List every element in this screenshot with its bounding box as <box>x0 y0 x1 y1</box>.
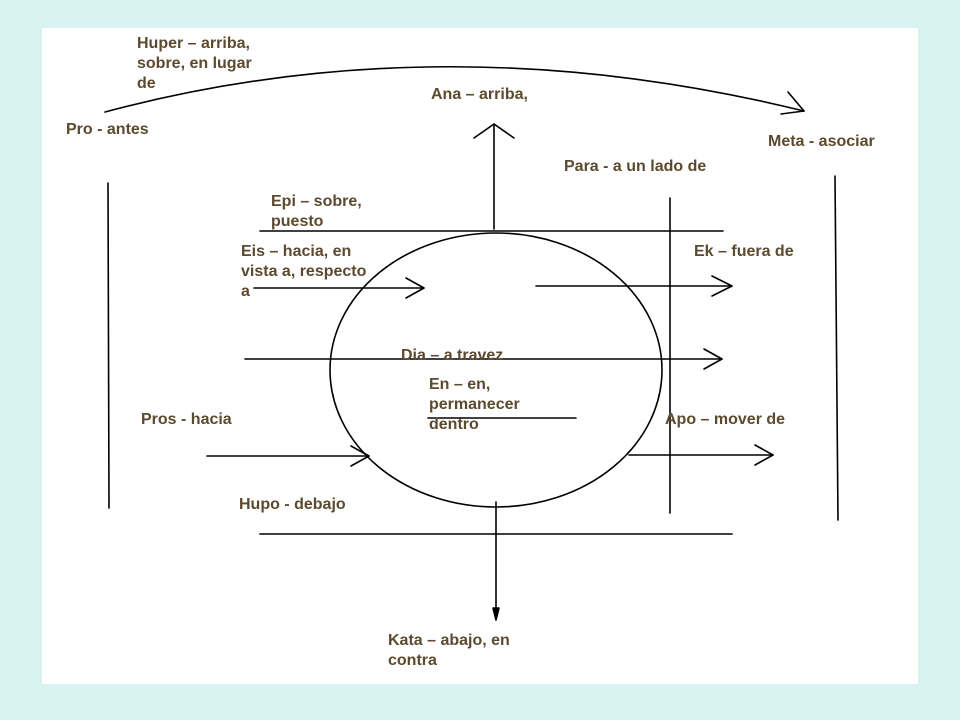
slide: Huper – arriba, sobre, en lugar de Pro -… <box>42 28 918 684</box>
label-pro: Pro - antes <box>66 121 149 138</box>
apo-arrowhead <box>754 444 774 466</box>
label-epi: Epi – sobre, puesto <box>271 193 362 230</box>
label-ek: Ek – fuera de <box>694 243 794 260</box>
label-hupo: Hupo - debajo <box>239 496 346 513</box>
label-huper: Huper – arriba, sobre, en lugar de <box>137 35 252 92</box>
label-en: En – en, permanecer dentro <box>429 376 520 433</box>
label-eis: Eis – hacia, en vista a, respecto a <box>241 243 367 300</box>
label-para: Para - a un lado de <box>564 158 707 175</box>
label-ana: Ana – arriba, <box>431 86 528 103</box>
label-pros: Pros - hacia <box>141 411 232 428</box>
dia-arrowhead <box>703 348 723 370</box>
label-apo: Apo – mover de <box>665 411 786 428</box>
pros-arrowhead <box>350 445 370 467</box>
pro-bar <box>107 182 110 509</box>
ek-arrowhead <box>711 275 733 297</box>
huper-arc <box>104 65 805 113</box>
label-kata: Kata – abajo, en contra <box>388 632 510 669</box>
meta-bar <box>834 175 839 521</box>
ana-arrowhead <box>473 123 515 139</box>
kata-arrowhead <box>492 607 500 621</box>
label-dia: Dia – a travez <box>401 347 504 364</box>
central-circle <box>329 232 663 508</box>
label-meta: Meta - asociar <box>768 133 875 150</box>
huper-arrowhead <box>780 91 805 115</box>
prepositions-diagram <box>104 65 839 621</box>
eis-arrowhead <box>405 277 425 299</box>
